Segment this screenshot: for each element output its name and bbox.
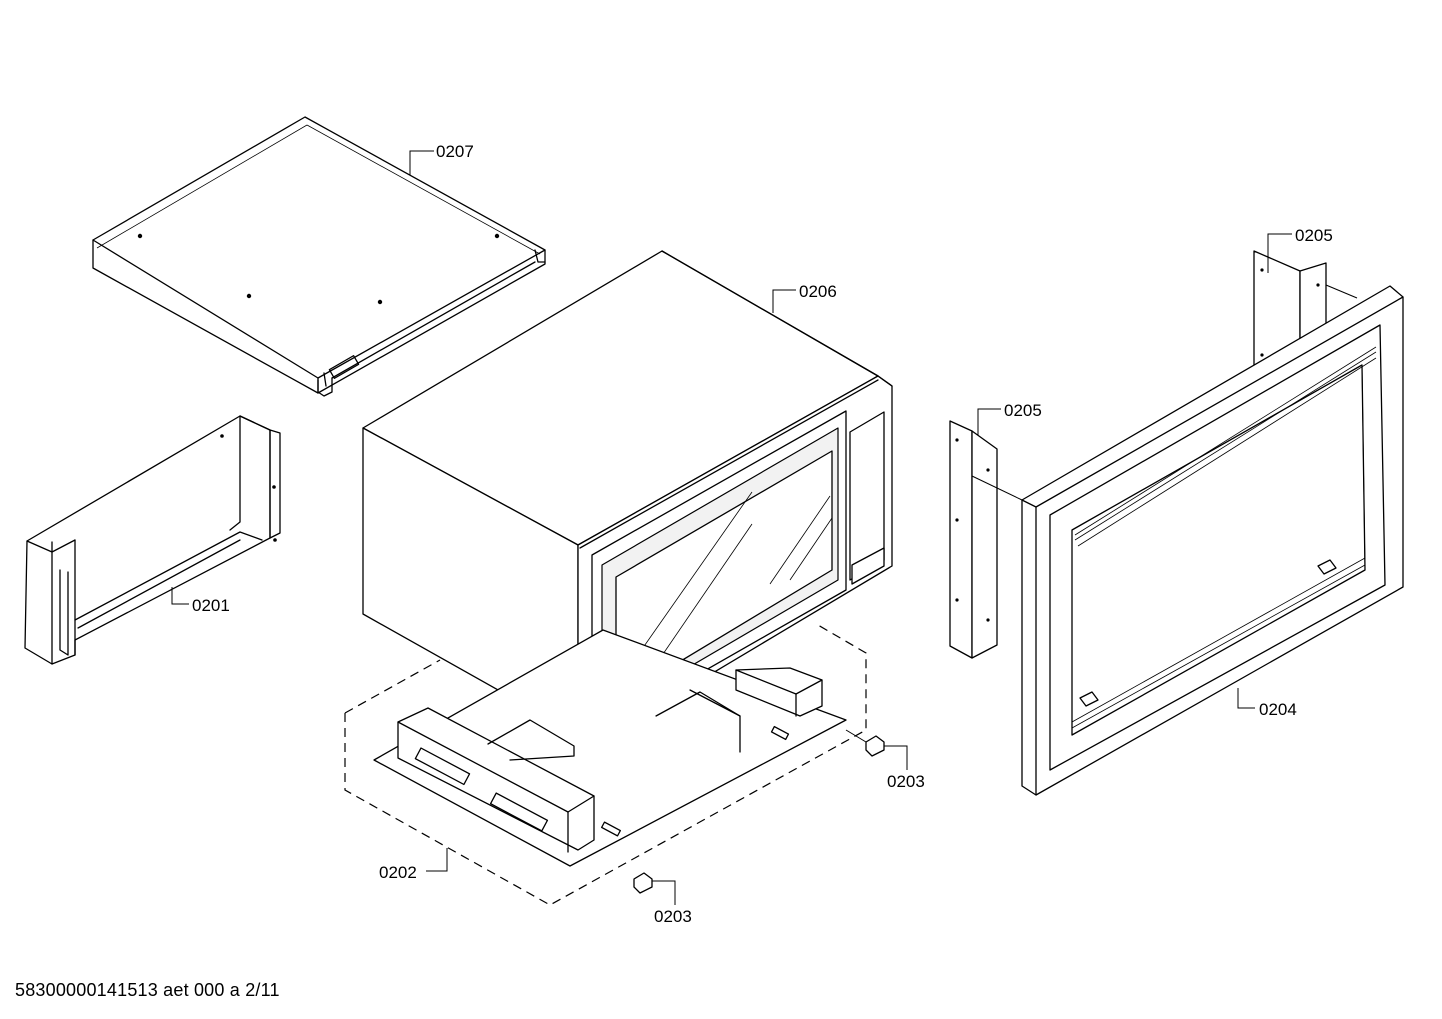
part-left-housing xyxy=(24,415,281,665)
document-code: 58300000141513 aet 000 a 2/11 xyxy=(15,980,280,1000)
label-0206: 0206 xyxy=(799,282,837,301)
part-fastener-bottom xyxy=(633,872,653,894)
part-microwave xyxy=(362,250,893,746)
leader-lines xyxy=(171,150,1358,905)
part-fastener-right xyxy=(865,735,885,757)
label-0204: 0204 xyxy=(1259,700,1297,719)
label-0205-upper: 0205 xyxy=(1295,226,1333,245)
label-0203-bottom: 0203 xyxy=(654,907,692,926)
label-0201: 0201 xyxy=(192,596,230,615)
label-0203-right: 0203 xyxy=(887,772,925,791)
part-bracket-lower xyxy=(949,420,998,659)
label-0202: 0202 xyxy=(379,863,417,882)
label-0207: 0207 xyxy=(436,142,474,161)
part-top-cover xyxy=(92,116,546,397)
part-base-tray xyxy=(344,624,867,906)
part-trim-frame xyxy=(1021,285,1404,796)
label-0205-lower: 0205 xyxy=(1004,401,1042,420)
